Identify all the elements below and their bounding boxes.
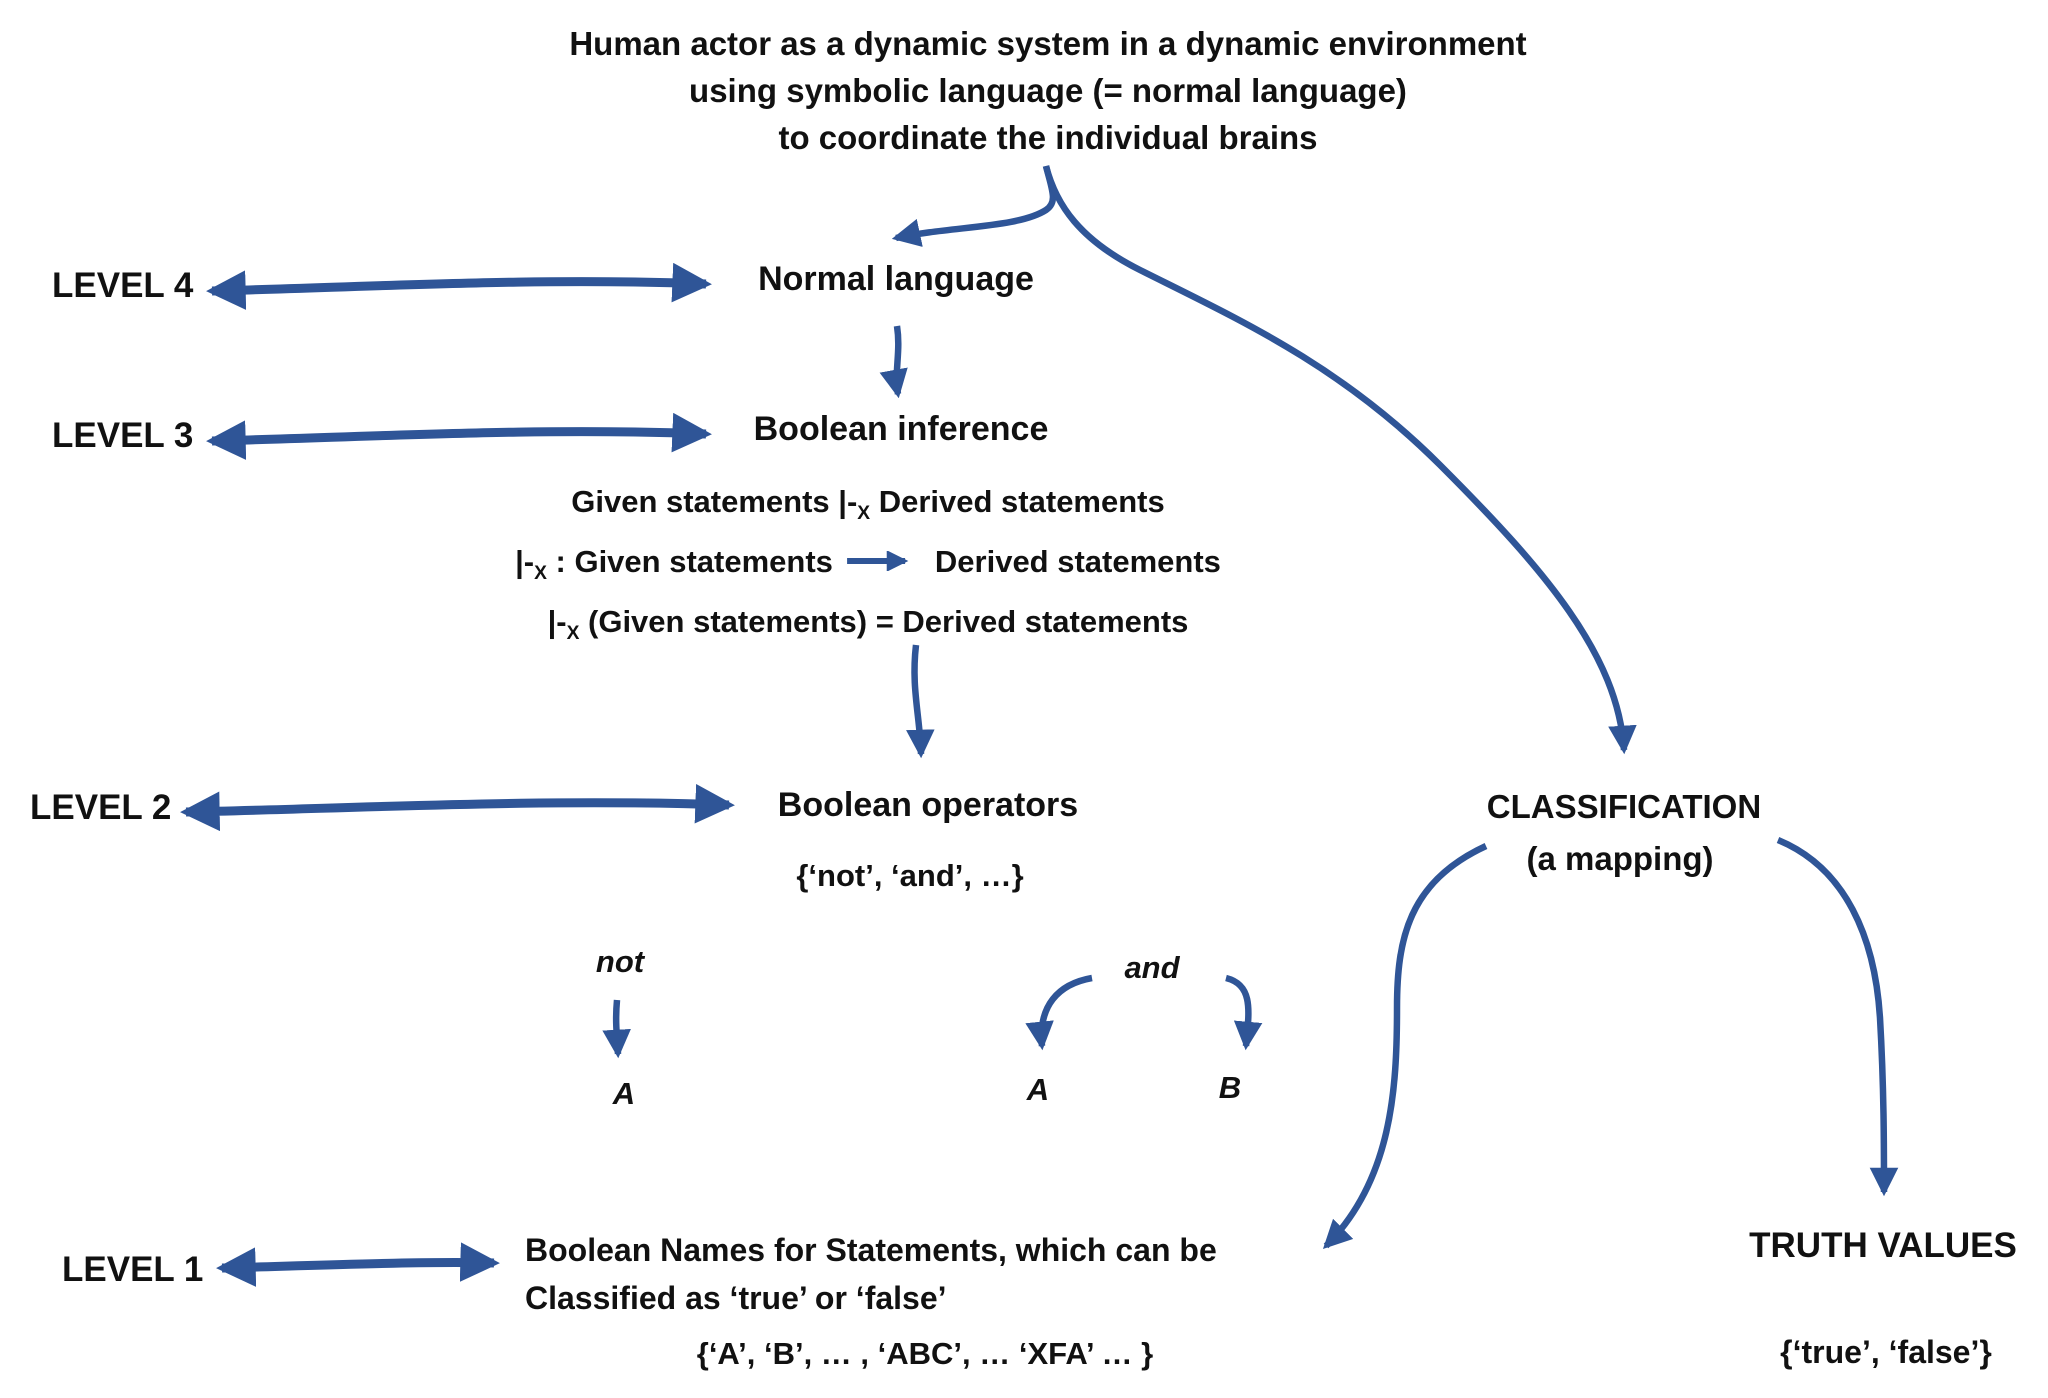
title-to-normal-language-arrow: [891, 165, 1057, 247]
and-operand-a: A: [1026, 1072, 1050, 1107]
truth-values-title: TRUTH VALUES: [1749, 1226, 2017, 1265]
not-operand-a: A: [612, 1076, 636, 1111]
title-line-3: to coordinate the individual brains: [778, 119, 1318, 156]
boolean-names-line-2: Classified as ‘true’ or ‘false’: [525, 1280, 947, 1316]
classification-to-boolean-names-arrow: [1322, 843, 1488, 1250]
level2-label: LEVEL 2: [30, 788, 172, 827]
normal-language-node: Normal language: [758, 260, 1034, 298]
level1-label: LEVEL 1: [62, 1250, 204, 1289]
title-line-1: Human actor as a dynamic system in a dyn…: [569, 25, 1527, 62]
boolean-operators-node: Boolean operators: [777, 786, 1079, 824]
and-operator-right-arrow: [1224, 974, 1263, 1051]
level2-double-arrow: [180, 783, 735, 832]
boolean-names-set: {‘A’, ‘B’, … , ‘ABC’, … ‘XFA’ … }: [696, 1336, 1154, 1371]
boolean-inference-to-boolean-operators-arrow: [906, 644, 935, 759]
classification-subtitle: (a mapping): [1526, 840, 1714, 877]
not-operator-label: not: [595, 944, 645, 979]
boolean-names-line-1: Boolean Names for Statements, which can …: [525, 1232, 1217, 1268]
normal-language-to-boolean-inference-arrow: [879, 325, 908, 399]
turnstile-subscript: X: [566, 623, 580, 645]
classification-title: CLASSIFICATION: [1486, 788, 1762, 825]
and-operator-label: and: [1124, 950, 1180, 985]
boolean-inference-node: Boolean inference: [753, 410, 1049, 448]
and-operator-left-arrow: [1025, 974, 1093, 1051]
level3-label: LEVEL 3: [52, 416, 194, 455]
diagram-title: Human actor as a dynamic system in a dyn…: [569, 20, 1526, 161]
inference-line-3: |-X (Given statements) = Derived stateme…: [547, 604, 1189, 645]
classification-to-truth-values-arrow: [1776, 836, 1899, 1197]
turnstile-subscript: X: [857, 503, 871, 525]
title-to-classification-arrow: [1042, 165, 1637, 755]
and-operand-b: B: [1218, 1070, 1242, 1105]
level4-double-arrow: [206, 262, 712, 310]
boolean-operators-set: {‘not’, ‘and’, …}: [796, 858, 1024, 893]
boolean-names-node: Boolean Names for Statements, which can …: [525, 1226, 1345, 1322]
level3-double-arrow: [206, 412, 712, 460]
title-line-2: using symbolic language (= normal langua…: [689, 72, 1407, 109]
level1-double-arrow: [216, 1242, 500, 1287]
turnstile-subscript: X: [534, 563, 547, 585]
inference-notation-block: Given statements |-X Derived statements …: [515, 478, 1221, 659]
not-operator-arrow: [602, 999, 631, 1059]
maps-to-arrow-icon: [846, 551, 909, 571]
truth-values-set: {‘true’, ‘false’}: [1780, 1334, 1992, 1370]
inference-line-1: Given statements |-X Derived statements: [571, 484, 1165, 525]
level4-label: LEVEL 4: [52, 266, 194, 305]
